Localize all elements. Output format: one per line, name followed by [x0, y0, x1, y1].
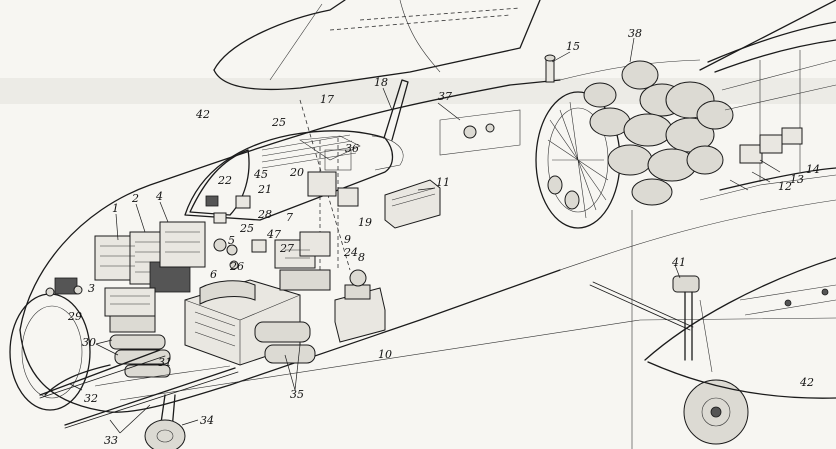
callout-37: 37: [438, 90, 452, 103]
callout-13: 13: [790, 173, 804, 186]
callout-17: 17: [320, 93, 334, 106]
callout-10: 10: [378, 348, 392, 361]
unit-20-19: [307, 149, 359, 207]
callout-32: 32: [84, 392, 98, 405]
callout-18: 18: [374, 76, 388, 89]
callout-25-mid: 25: [239, 222, 254, 235]
callout-7: 7: [286, 211, 293, 224]
antenna-mast: [383, 79, 409, 141]
rack-3: [104, 287, 156, 333]
callout-27: 27: [279, 242, 294, 255]
engine-accessories: [699, 127, 836, 201]
right-wing-edge: [699, 0, 836, 71]
callout-24: 24: [343, 246, 358, 259]
left-wing-outline: [213, 0, 541, 91]
callout-2: 2: [131, 192, 139, 205]
cockpit-canopy: [184, 130, 404, 221]
callout-47: 47: [266, 228, 281, 241]
leader-lines: [69, 37, 781, 434]
callout-3: 3: [88, 282, 95, 295]
callout-28: 28: [257, 208, 272, 221]
callout-4: 4: [155, 190, 163, 203]
component-8: [349, 269, 367, 287]
cylinders-30-31: [109, 334, 171, 378]
callout-33: 33: [104, 434, 118, 447]
callout-6: 6: [210, 268, 217, 281]
cockpit-instruments: [205, 195, 267, 270]
callout-19: 19: [358, 216, 372, 229]
frame-dashed-3: [299, 99, 351, 271]
callout-14: 14: [806, 163, 820, 176]
callout-38: 38: [628, 27, 642, 40]
callout-12: 12: [778, 180, 792, 193]
component-10: [334, 284, 386, 343]
main-landing-gear: [589, 275, 749, 445]
nose-barrels-32-33: [39, 349, 239, 429]
callout-35: 35: [290, 388, 304, 401]
callout-labels: 1 2 3 4 5 6 7 8 9 10 11 12 13 14 15 17 1…: [67, 27, 820, 447]
right-fuselage-top: [707, 21, 836, 63]
equipment-block-4: [159, 221, 206, 268]
combustion-chambers: [583, 60, 734, 206]
callout-22: 22: [217, 174, 232, 187]
callout-36: 36: [345, 142, 359, 155]
callout-41: 41: [671, 256, 686, 269]
callout-29: 29: [67, 310, 82, 323]
callout-15: 15: [566, 40, 580, 53]
battery-stack-35: [184, 279, 316, 366]
callout-8: 8: [358, 251, 365, 264]
callout-21: 21: [257, 183, 272, 196]
callout-20: 20: [289, 166, 304, 179]
component-29: [45, 277, 83, 297]
callout-26: 26: [229, 260, 244, 273]
access-panel-37: [439, 109, 521, 156]
callout-34: 34: [200, 414, 214, 427]
unit-11: [384, 179, 441, 229]
equipment-cluster-24-27: [274, 231, 331, 291]
callout-42-right: 42: [799, 376, 814, 389]
callout-45: 45: [253, 168, 268, 181]
callout-9: 9: [344, 233, 351, 246]
callout-25-top: 25: [271, 116, 286, 129]
callout-30: 30: [82, 336, 96, 349]
callout-31: 31: [158, 356, 172, 369]
right-wing-outline: [644, 257, 836, 399]
callout-5: 5: [228, 234, 235, 247]
callout-1: 1: [112, 202, 119, 215]
callout-42-left: 42: [195, 108, 210, 121]
fitting-15: [544, 54, 556, 83]
nose-landing-gear: [144, 394, 186, 449]
callout-11: 11: [436, 176, 450, 189]
